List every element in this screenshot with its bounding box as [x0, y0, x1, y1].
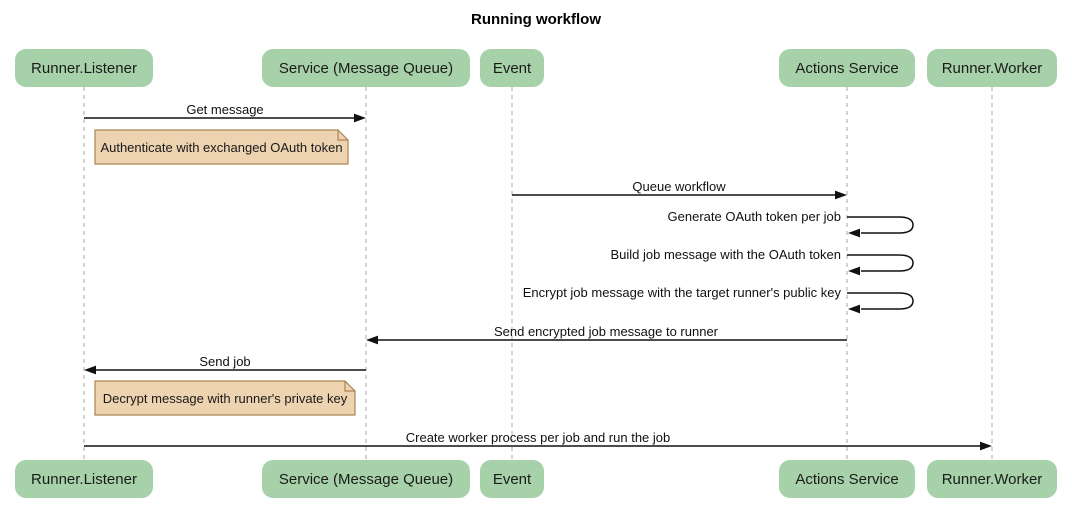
arrowhead-send-job: [84, 365, 96, 375]
actor-top-runner-listener: Runner.Listener: [15, 49, 153, 87]
label-encrypt-job-message: Encrypt job message with the target runn…: [522, 285, 841, 300]
selfloop-build-job-message: [847, 254, 914, 272]
note-authenticate-fold: [337, 130, 348, 141]
actor-top-event: Event: [480, 49, 544, 87]
actor-bottom-service-message-queue: Service (Message Queue): [262, 460, 470, 498]
label-get-message: Get message: [186, 102, 264, 117]
actor-top-runner-worker: Runner.Worker: [927, 49, 1057, 87]
label-create-worker: Create worker process per job and run th…: [405, 430, 671, 445]
arrowhead-build-job-message: [848, 266, 860, 276]
arrowhead-send-encrypted: [366, 335, 378, 345]
arrowhead-queue-workflow: [835, 190, 847, 200]
arrowhead-create-worker: [980, 441, 992, 451]
label-send-encrypted: Send encrypted job message to runner: [493, 324, 719, 339]
actor-bottom-event: Event: [480, 460, 544, 498]
actor-bottom-runner-listener: Runner.Listener: [15, 460, 153, 498]
label-queue-workflow: Queue workflow: [632, 179, 726, 194]
label-send-job: Send job: [199, 354, 251, 369]
note-decrypt-fold: [344, 381, 355, 392]
note-authenticate-shape: [94, 129, 349, 165]
note-decrypt-shape: [94, 380, 356, 416]
arrowhead-encrypt-job-message: [848, 304, 860, 314]
actor-top-actions-service: Actions Service: [779, 49, 915, 87]
arrowhead-get-message: [354, 113, 366, 123]
diagram-title: Running workflow: [471, 11, 601, 28]
actor-bottom-runner-worker: Runner.Worker: [927, 460, 1057, 498]
note-decrypt-label: Decrypt message with runner's private ke…: [102, 390, 348, 406]
actor-bottom-actions-service: Actions Service: [779, 460, 915, 498]
selfloop-generate-oauth: [847, 216, 914, 234]
actor-top-service-message-queue: Service (Message Queue): [262, 49, 470, 87]
selfloop-encrypt-job-message: [847, 292, 914, 310]
label-build-job-message: Build job message with the OAuth token: [610, 247, 841, 262]
note-authenticate-label: Authenticate with exchanged OAuth token: [100, 139, 343, 155]
label-generate-oauth: Generate OAuth token per job: [667, 209, 841, 224]
arrowhead-generate-oauth: [848, 228, 860, 238]
